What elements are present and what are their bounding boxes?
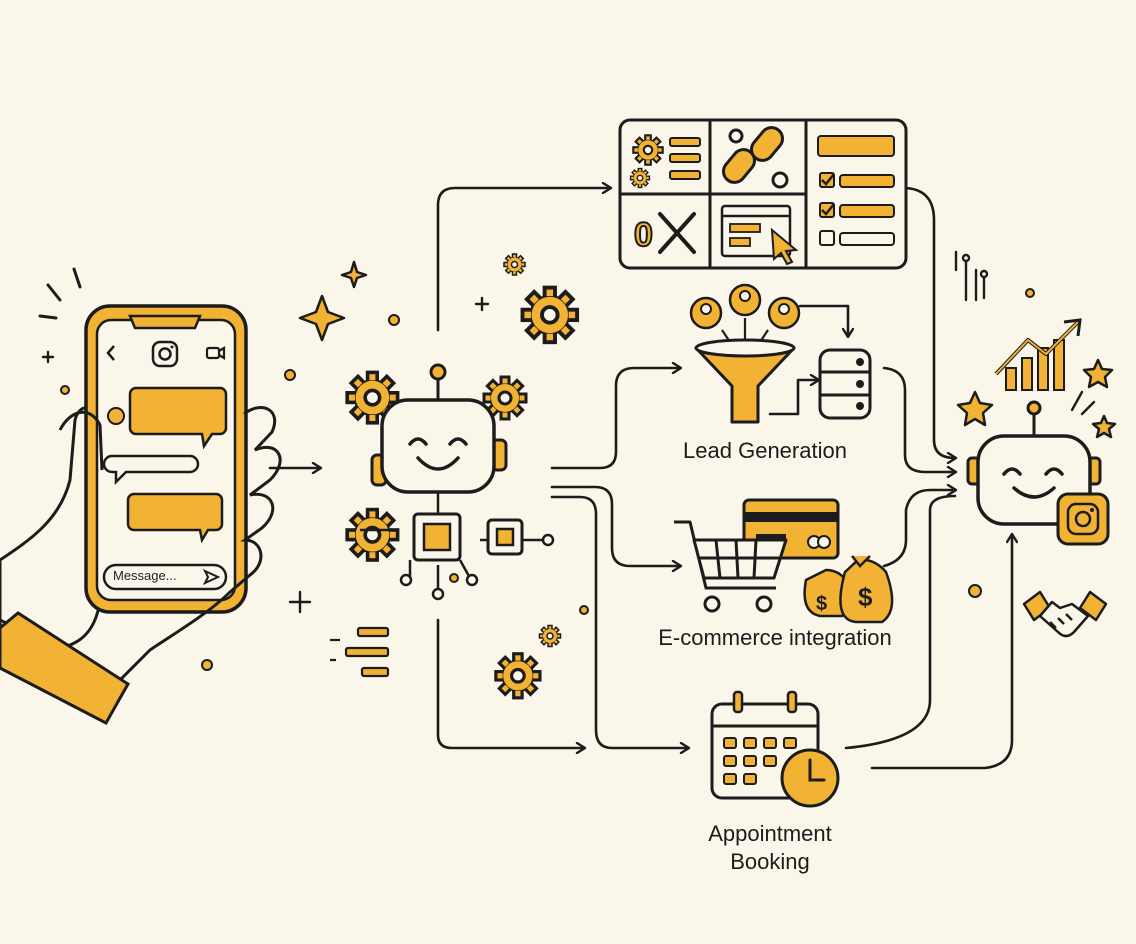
- flow-arrows: [268, 188, 1012, 770]
- money-bag-icon: $ $: [803, 555, 894, 624]
- calendar-icon: [710, 690, 820, 800]
- lead-generation-group: [689, 283, 872, 424]
- shopping-cart-icon: [674, 520, 788, 613]
- instagram-icon: [1056, 492, 1110, 546]
- chat-bubble: [128, 386, 228, 450]
- gear-icon: [345, 507, 400, 562]
- ai-engine: [41, 253, 1035, 700]
- appointment-label-line2: Booking: [730, 849, 810, 874]
- gear-icon: [632, 134, 664, 166]
- sleeve: [0, 611, 131, 725]
- chat-bubble: [102, 454, 200, 486]
- instagram-icon: [151, 340, 179, 368]
- no-code-icon: 0: [633, 212, 696, 255]
- star-icon: [956, 358, 1117, 439]
- integrations-dashboard: 0: [618, 118, 908, 270]
- svg-text:$: $: [816, 593, 827, 615]
- ecommerce-group: $ $: [674, 498, 894, 624]
- funnel-icon: [694, 346, 796, 424]
- chat-bubble: [126, 492, 224, 544]
- message-placeholder: Message...: [113, 568, 177, 583]
- clock-icon: [780, 748, 840, 808]
- ecommerce-integration-label: E-commerce integration: [658, 625, 892, 650]
- browser-cursor-icon: [720, 204, 799, 266]
- gear-icon: [520, 285, 580, 345]
- send-icon: [202, 568, 221, 586]
- appointment-booking-label: Appointment Booking: [680, 820, 860, 876]
- appointment-label-line1: Appointment: [708, 821, 832, 846]
- code-block: [330, 626, 390, 678]
- lead-generation-label: Lead Generation: [683, 438, 847, 463]
- svg-text:0: 0: [634, 216, 653, 254]
- video-icon: [205, 346, 226, 360]
- chain-link-icon: [722, 126, 789, 189]
- chevron-left-icon: [106, 345, 115, 361]
- chart-up-icon: [994, 318, 1082, 391]
- handshake-icon: [1022, 590, 1108, 638]
- gear-icon: [629, 167, 651, 189]
- appointment-group: [710, 690, 840, 808]
- svg-text:$: $: [858, 582, 873, 612]
- message-input: [102, 563, 228, 591]
- hand-holding-phone: [0, 267, 282, 725]
- gear-icon: [538, 624, 562, 648]
- chip-icon: [360, 492, 555, 601]
- sparkle-icon: [298, 260, 368, 342]
- gear-icon: [494, 652, 542, 700]
- robot-icon: [370, 363, 508, 494]
- gear-icon: [503, 253, 526, 276]
- database-icon: [818, 348, 872, 420]
- user-icon: [107, 407, 125, 425]
- result-group: [954, 250, 1117, 638]
